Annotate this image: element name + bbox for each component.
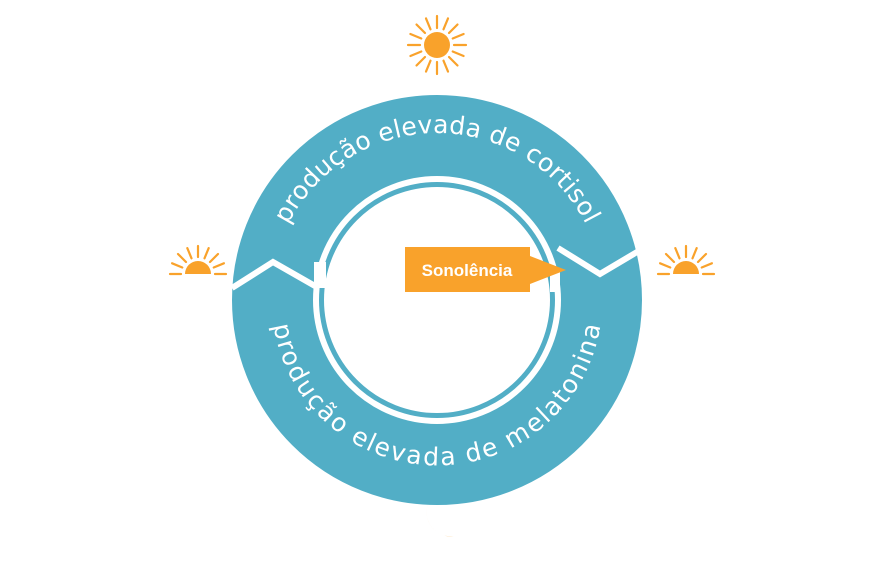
separator-right [556, 245, 644, 278]
inner-ring-line [319, 182, 555, 418]
sun-icon [406, 14, 468, 76]
sunset-icon [656, 244, 716, 276]
callout-label: Sonolência [422, 261, 513, 280]
separator-left [230, 258, 317, 291]
ring-band [232, 95, 642, 505]
sunrise-icon [168, 244, 228, 276]
cycle-ring [230, 95, 644, 505]
drowsiness-callout: Sonolência [405, 247, 566, 292]
